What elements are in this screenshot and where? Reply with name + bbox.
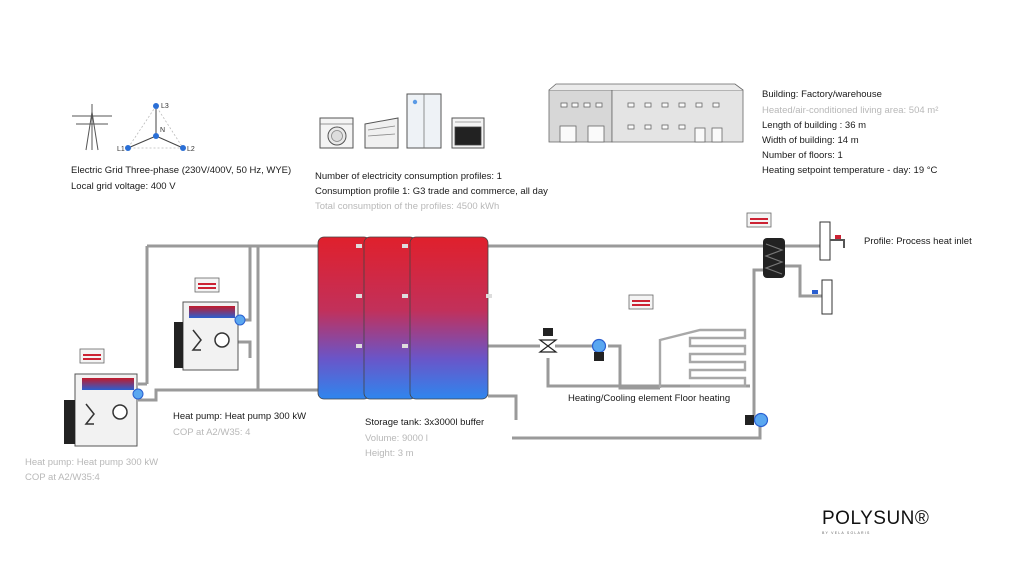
tap-icon[interactable] [812,221,845,315]
fan-grille-icon [174,322,183,368]
process-heat-profile: Profile: Process heat inlet [864,236,972,247]
return-pump-icon[interactable] [745,412,769,428]
pump-icon [234,314,246,326]
storage-tank-3 [409,236,489,400]
brand-name: POLYSUN® [822,508,930,529]
building-area: Heated/air-conditioned living area: 504 … [762,105,939,116]
storage-height: Height: 3 m [365,448,414,459]
fan-grille-icon [64,400,75,444]
fridge-icon[interactable] [406,93,442,149]
dishwasher-icon[interactable] [364,117,399,149]
mixing-valve-icon[interactable] [538,328,558,353]
grid-voltage: Local grid voltage: 400 V [71,181,176,192]
phase-label-l1: L1 [117,146,125,153]
heat-pump-2[interactable] [174,301,246,371]
storage-name: Storage tank: 3x3000l buffer [365,417,485,428]
controller-leds [83,218,768,360]
building-setpoint: Heating setpoint temperature - day: 19 °… [762,165,938,176]
building-floors: Number of floors: 1 [762,150,843,161]
pipe-network [138,244,822,440]
compressor-icon [214,332,230,348]
building-length: Length of building : 36 m [762,120,867,131]
heat-pump-2-name: Heat pump: Heat pump 300 kW [25,457,159,468]
heat-pump-1-name: Heat pump: Heat pump 300 kW [173,411,307,422]
storage-volume: Volume: 9000 l [365,433,428,444]
three-phase-wye-icon[interactable]: L3 N L1 L2 [117,103,195,153]
phase-label-n: N [160,127,165,134]
brand-sub: BY VELA SOLARIS [822,531,871,535]
factory-building-icon[interactable] [548,83,744,143]
compressor-icon [112,404,128,420]
consumption-profile-1: Consumption profile 1: G3 trade and comm… [315,186,548,197]
expansion-valve-icon [84,403,95,425]
phase-label-l3: L3 [161,103,169,110]
washing-machine-icon[interactable] [319,117,354,149]
polysun-logo: POLYSUN® BY VELA SOLARIS [822,508,929,535]
heat-pump-1-cop: COP at A2/W35: 4 [173,427,251,438]
storage-tank-1 [317,236,371,400]
building-width: Width of building: 14 m [762,135,859,146]
oven-icon[interactable] [451,117,485,149]
heat-pump-2-cop: COP at A2/W35:4 [25,472,100,483]
heat-pump-1[interactable] [64,373,144,447]
heat-exchanger-icon[interactable] [763,238,785,278]
expansion-valve-icon [191,329,202,351]
consumption-total: Total consumption of the profiles: 4500 … [315,201,500,212]
power-pylon-icon [72,104,112,151]
grid-title: Electric Grid Three-phase (230V/400V, 50… [71,165,292,176]
consumption-profiles-count: Number of electricity consumption profil… [315,171,502,182]
floor-heating-name: Heating/Cooling element Floor heating [568,393,731,404]
floor-heating-coil[interactable] [658,328,747,388]
building-type: Building: Factory/warehouse [762,89,882,100]
pump-icon [132,388,144,400]
pump-icon[interactable] [591,338,607,362]
storage-tank-group[interactable] [317,236,492,400]
phase-label-l2: L2 [187,146,195,153]
storage-tank-2 [363,236,417,400]
